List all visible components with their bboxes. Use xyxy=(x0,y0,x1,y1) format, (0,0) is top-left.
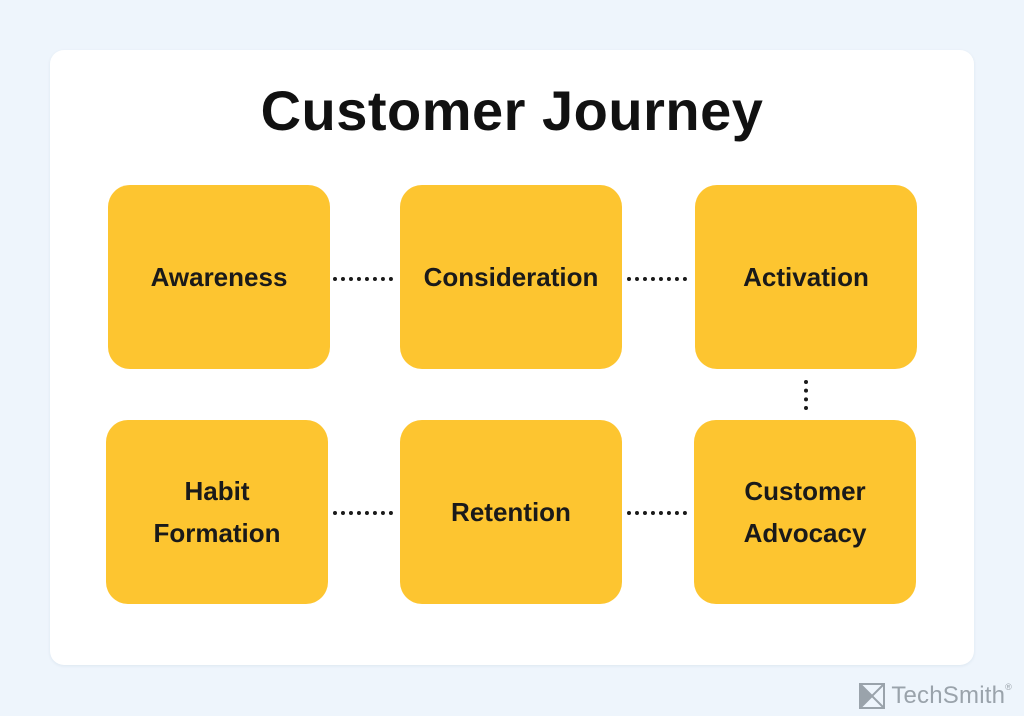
stage-label-line: Habit xyxy=(184,476,250,506)
connector-activation-advocacy xyxy=(804,380,808,410)
stage-label: Activation xyxy=(706,256,906,298)
techsmith-watermark: TechSmith® xyxy=(859,682,1012,710)
brand-name: TechSmith® xyxy=(891,682,1012,710)
stage-label-line: Advocacy xyxy=(743,518,867,548)
stage-label-line: Formation xyxy=(153,518,281,548)
stage-label-line: Activation xyxy=(743,262,869,292)
stage-label: Habit Formation xyxy=(117,470,317,554)
stage-customer-advocacy: Customer Advocacy xyxy=(694,420,916,604)
stage-activation: Activation xyxy=(695,185,917,369)
stage-habit-formation: Habit Formation xyxy=(106,420,328,604)
stage-label: Customer Advocacy xyxy=(705,470,905,554)
connector-awareness-consideration xyxy=(333,277,393,281)
connector-advocacy-retention xyxy=(627,511,687,515)
stage-label: Awareness xyxy=(119,256,319,298)
stage-label-line: Awareness xyxy=(150,262,288,292)
stage-label-line: Customer xyxy=(744,476,866,506)
stage-label-line: Retention xyxy=(451,497,571,527)
registered-mark: ® xyxy=(1005,682,1012,692)
stage-awareness: Awareness xyxy=(108,185,330,369)
stage-label: Consideration xyxy=(411,256,611,298)
brand-name-text: TechSmith xyxy=(891,682,1006,709)
diagram-title: Customer Journey xyxy=(260,79,764,142)
stage-label: Retention xyxy=(411,491,611,533)
connector-retention-habit xyxy=(333,511,393,515)
stage-label-line: Consideration xyxy=(423,262,599,292)
connector-consideration-activation xyxy=(627,277,687,281)
techsmith-logo-icon xyxy=(859,683,886,709)
stage-retention: Retention xyxy=(400,420,622,604)
stage-consideration: Consideration xyxy=(400,185,622,369)
